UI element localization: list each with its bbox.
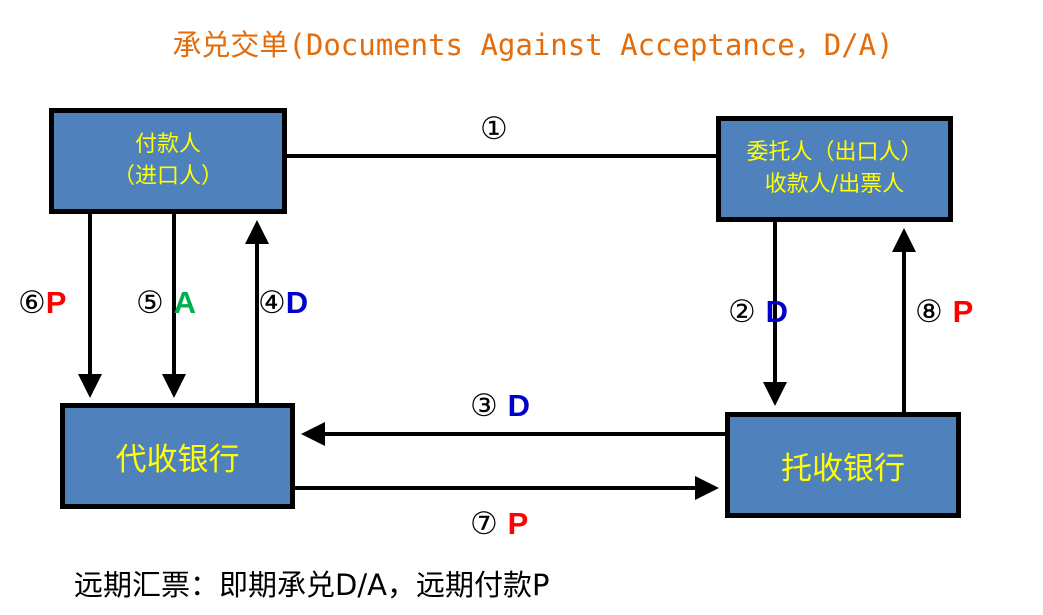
- step-code: A: [173, 285, 197, 320]
- node-payer-line1: 付款人: [134, 132, 201, 157]
- step-label-6: ⑥P: [18, 287, 66, 319]
- node-collecting-bank-label: 代收银行: [115, 441, 240, 478]
- step-label-3: ③ D: [470, 390, 530, 422]
- step-code: P: [507, 506, 529, 541]
- step-number: ⑧: [915, 294, 943, 330]
- step-code: D: [285, 285, 309, 320]
- step-code: D: [765, 294, 789, 329]
- step-label-5: ⑤ A: [136, 287, 196, 319]
- step-number: ②: [728, 294, 756, 330]
- step-label-1: ①: [480, 114, 508, 145]
- step-number: ⑦: [470, 506, 498, 542]
- node-principal-line2: 收款人/出票人: [764, 172, 905, 197]
- footer-note: 远期汇票：即期承兑D/A，远期付款P: [74, 568, 550, 602]
- step-label-4: ④D: [258, 287, 308, 319]
- step-number: ④: [258, 285, 286, 321]
- step-code: P: [45, 285, 67, 320]
- node-principal: 委托人（出口人） 收款人/出票人: [716, 116, 953, 222]
- step-code: P: [952, 294, 974, 329]
- diagram-title: 承兑交单(Documents Against Acceptance，D/A): [172, 28, 894, 62]
- step-label-8: ⑧ P: [915, 296, 973, 328]
- step-number: ③: [470, 388, 498, 424]
- node-remitting-bank: 托收银行: [725, 412, 961, 518]
- node-payer-line2: （进口人）: [112, 164, 223, 189]
- node-collecting-bank: 代收银行: [60, 403, 295, 509]
- step-number: ⑥: [18, 285, 46, 321]
- node-remitting-bank-label: 托收银行: [781, 450, 905, 487]
- step-label-2: ② D: [728, 296, 788, 328]
- step-number: ⑤: [136, 285, 164, 321]
- step-number: ①: [480, 111, 508, 147]
- step-code: D: [507, 388, 531, 423]
- node-principal-line1: 委托人（出口人）: [746, 140, 923, 165]
- step-label-7: ⑦ P: [470, 508, 528, 540]
- node-payer: 付款人 （进口人）: [49, 108, 287, 214]
